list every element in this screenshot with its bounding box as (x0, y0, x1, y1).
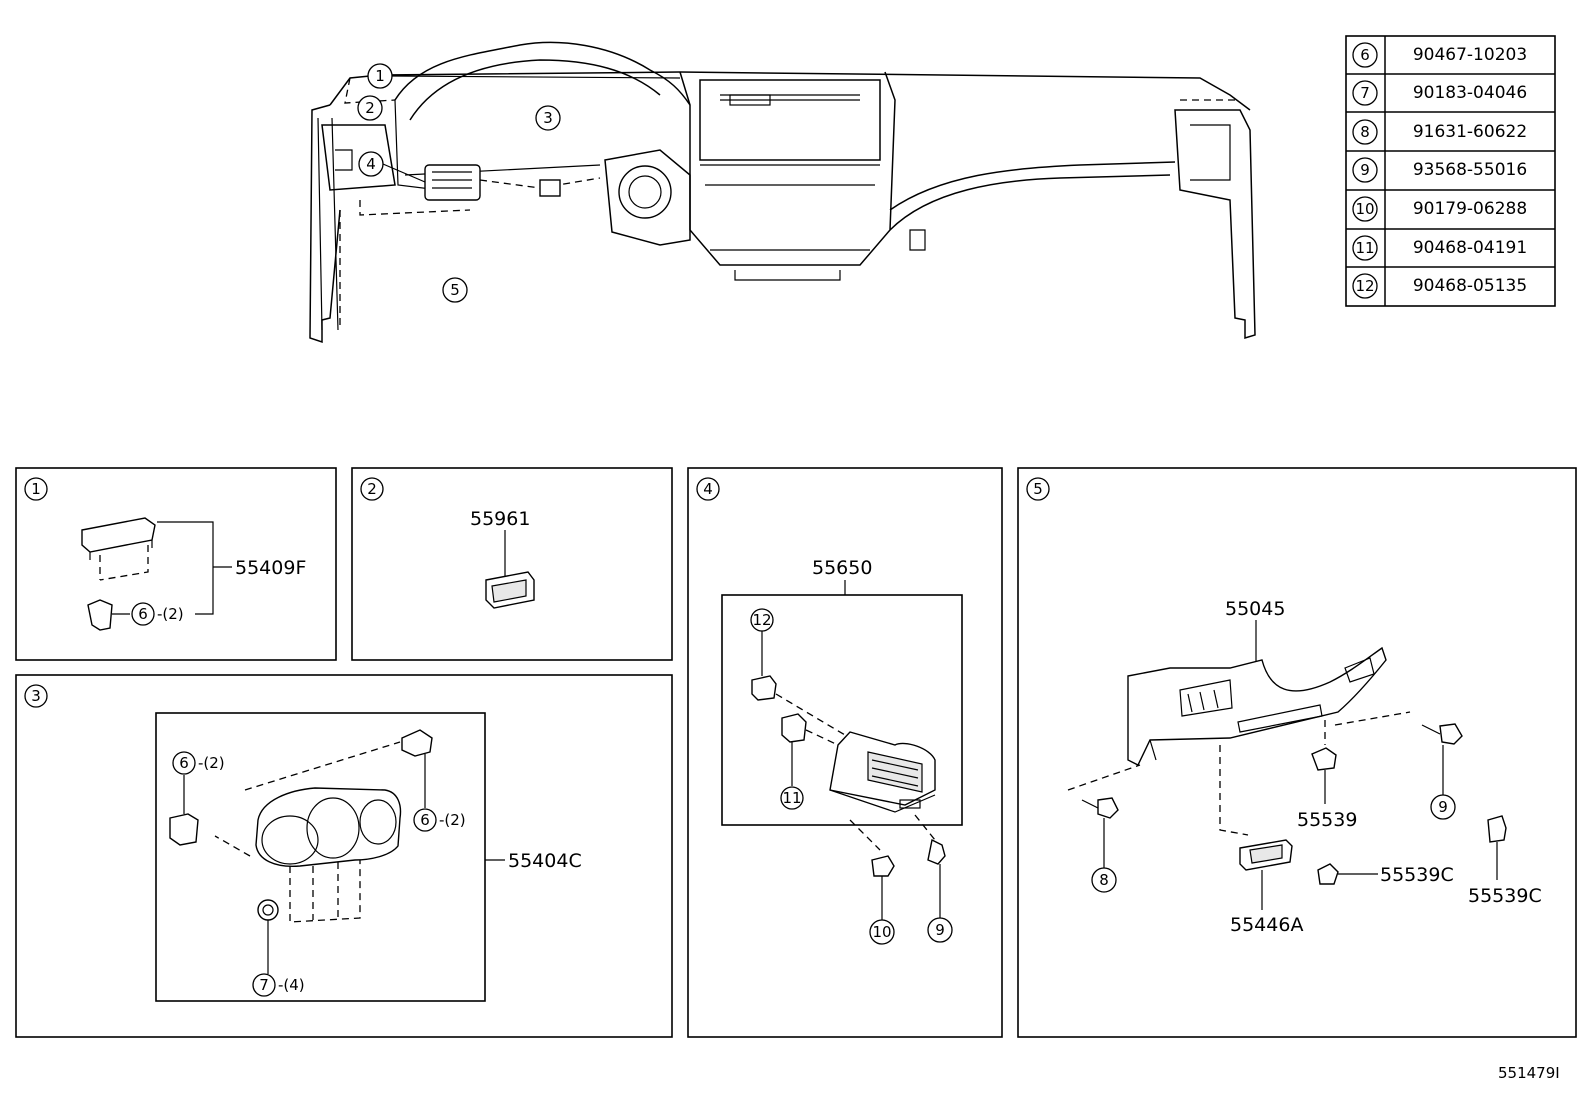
fastener-row: 10 90179-06288 (1352, 196, 1527, 222)
panel-2: 2 55961 (351, 467, 673, 661)
svg-text:93568-55016: 93568-55016 (1413, 160, 1527, 180)
part-number-label: 55045 (1225, 598, 1285, 620)
fastener-row: 9 93568-55016 (1352, 157, 1527, 183)
svg-text:6: 6 (420, 811, 430, 829)
svg-text:90179-06288: 90179-06288 (1413, 199, 1527, 219)
svg-text:11: 11 (1355, 239, 1374, 257)
illustration-id: 551479I (1498, 1064, 1560, 1082)
svg-text:-(2): -(2) (157, 605, 184, 623)
svg-text:3: 3 (31, 687, 41, 705)
part-number-label: 55409F (235, 557, 306, 579)
overview-callout-1: 1 (367, 63, 681, 89)
part-number-label: 55539C (1380, 864, 1454, 886)
part-number-label: 55650 (812, 557, 872, 579)
part-number-label: 55404C (508, 850, 582, 872)
svg-text:5: 5 (450, 281, 460, 299)
overview-callout-5: 5 (442, 277, 468, 303)
svg-text:2: 2 (365, 99, 375, 117)
panel-1: 1 6 -(2) 55409F (15, 467, 337, 661)
svg-text:1: 1 (31, 480, 41, 498)
part-number-label: 55446A (1230, 914, 1303, 936)
fastener-row: 12 90468-05135 (1352, 273, 1527, 299)
fastener-row: 8 91631-60622 (1352, 119, 1527, 145)
svg-text:-(4): -(4) (278, 976, 305, 994)
svg-text:11: 11 (782, 789, 801, 807)
svg-text:90467-10203: 90467-10203 (1413, 45, 1527, 65)
svg-text:1: 1 (375, 67, 385, 85)
svg-text:4: 4 (703, 480, 713, 498)
svg-text:90183-04046: 90183-04046 (1413, 83, 1527, 103)
svg-text:9: 9 (935, 921, 945, 939)
svg-text:90468-04191: 90468-04191 (1413, 238, 1527, 258)
svg-text:10: 10 (872, 923, 891, 941)
svg-text:8: 8 (1099, 871, 1109, 889)
part-number-label: 55539C (1468, 885, 1542, 907)
svg-text:9: 9 (1438, 798, 1448, 816)
fastener-row: 6 90467-10203 (1352, 42, 1527, 68)
part-number-label: 55539 (1297, 809, 1357, 831)
panel-5: 5 55045 8 9 55539 55446A (1017, 467, 1577, 1038)
fastener-row: 11 90468-04191 (1352, 235, 1527, 261)
fastener-table: 6 90467-10203 7 90183-04046 8 91631-6062… (1345, 35, 1556, 307)
svg-text:7: 7 (259, 976, 269, 994)
svg-text:6: 6 (138, 605, 148, 623)
svg-text:5: 5 (1033, 480, 1043, 498)
fastener-row: 7 90183-04046 (1352, 80, 1527, 106)
svg-text:90468-05135: 90468-05135 (1413, 276, 1527, 296)
svg-text:-(2): -(2) (198, 754, 225, 772)
panel-4: 4 55650 12 11 10 9 (687, 467, 1003, 1038)
dashboard-overview: 1 2 3 4 5 (309, 41, 1256, 344)
svg-text:2: 2 (367, 480, 377, 498)
overview-callout-3: 3 (535, 105, 561, 131)
overview-callout-2: 2 (357, 95, 383, 121)
svg-text:6: 6 (1360, 46, 1370, 64)
svg-text:6: 6 (179, 754, 189, 772)
svg-text:12: 12 (1355, 277, 1374, 295)
svg-text:91631-60622: 91631-60622 (1413, 122, 1527, 142)
svg-text:7: 7 (1360, 84, 1370, 102)
svg-text:4: 4 (366, 155, 376, 173)
svg-text:10: 10 (1355, 200, 1374, 218)
svg-text:9: 9 (1360, 161, 1370, 179)
svg-text:-(2): -(2) (439, 811, 466, 829)
part-number-label: 55961 (470, 508, 530, 530)
svg-text:3: 3 (543, 109, 553, 127)
svg-text:8: 8 (1360, 123, 1370, 141)
svg-text:12: 12 (752, 611, 771, 629)
overview-callout-4: 4 (358, 151, 426, 183)
panel-3: 3 6 -(2) 6 -(2) 7 -(4) 55404C (15, 674, 673, 1038)
